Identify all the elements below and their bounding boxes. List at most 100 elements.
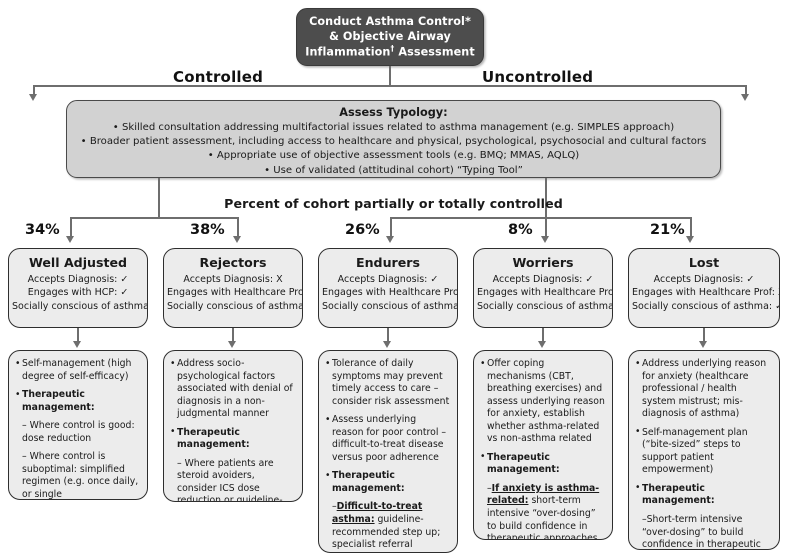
percent-label-endurers: 26% <box>345 222 380 238</box>
connector-split-bar-top <box>33 85 746 87</box>
percent-label-well-adjusted: 34% <box>25 222 60 238</box>
connector-col3-down <box>390 217 392 238</box>
detail-text: Difficult-to-treat asthma: <box>332 501 423 526</box>
typology-box-lost: Lost Accepts Diagnosis: ✓ Engages with H… <box>628 248 780 328</box>
detail-text: Therapeutic management: <box>22 389 95 413</box>
detail-item: – Where patients are steroid avoiders, c… <box>170 457 295 502</box>
connector-right-group-stem <box>545 178 547 238</box>
typology-bullet-3: • Appropriate use of objective assessmen… <box>207 150 580 162</box>
typology-attr-accepts-diagnosis: Accepts Diagnosis: X <box>183 273 283 285</box>
detail-box-lost: Address underlying reason for anxiety (h… <box>628 350 780 550</box>
header-line-3a: Inflammation <box>305 45 391 59</box>
detail-text: – Where control is good: dose reduction <box>22 420 135 444</box>
typology-attr-engages-hcp: Engages with HCP: ✓ <box>27 287 129 299</box>
typology-attr-accepts-diagnosis: Accepts Diagnosis: ✓ <box>337 273 439 285</box>
connector-header-stem <box>389 66 391 86</box>
typology-name-well-adjusted: Well Adjusted <box>28 255 128 270</box>
typology-attr-accepts-diagnosis: Accepts Diagnosis: ✓ <box>653 273 755 285</box>
detail-item: –Short-term intensive “over-dosing” to b… <box>635 514 772 550</box>
detail-item: Therapeutic management: <box>325 470 450 495</box>
detail-text: Offer coping mechanisms (CBT, breathing … <box>487 358 605 445</box>
detail-item: – Where control is suboptimal: simplifie… <box>15 451 140 500</box>
detail-item: Therapeutic management: <box>170 426 295 452</box>
detail-item: Assess underlying reason for poor contro… <box>325 414 450 464</box>
header-assessment-box: Conduct Asthma Control* & Objective Airw… <box>296 8 484 66</box>
typology-bullet-1: • Skilled consultation addressing multif… <box>112 121 675 133</box>
typology-name-worriers: Worriers <box>512 255 574 270</box>
branch-label-controlled: Controlled <box>173 68 264 86</box>
detail-item: Therapeutic management: <box>15 389 140 414</box>
header-line-2: & Objective Airway <box>329 30 451 44</box>
arrow-col1 <box>66 236 74 243</box>
header-line-1: Conduct Asthma Control* <box>309 15 471 29</box>
connector-left-group-stem <box>158 178 160 218</box>
detail-item: Therapeutic management: <box>480 451 605 477</box>
detail-list: Address socio-psychological factors asso… <box>170 358 295 502</box>
connector-controlled-down <box>33 85 35 96</box>
detail-text: – Where patients are steroid avoiders, c… <box>177 457 283 502</box>
branch-label-uncontrolled: Uncontrolled <box>482 68 594 86</box>
detail-text: short-term intensive “over-dosing” to bu… <box>487 495 598 540</box>
detail-item: Self-management (high degree of self-eff… <box>15 357 140 383</box>
arrow-uncontrolled <box>741 94 749 101</box>
arrow-col2 <box>233 236 241 243</box>
percent-label-worriers: 8% <box>508 222 533 238</box>
typology-attr-socially-conscious: Socially conscious of asthma: ✓ <box>632 301 780 313</box>
detail-item: Offer coping mechanisms (CBT, breathing … <box>480 358 605 446</box>
detail-text: Therapeutic management: <box>487 451 560 476</box>
arrow-col3 <box>386 236 394 243</box>
detail-text: –Short-term intensive “over-dosing” to b… <box>642 514 761 550</box>
connector-col2-down <box>237 217 239 238</box>
typology-attr-accepts-diagnosis: Accepts Diagnosis: ✓ <box>27 273 129 285</box>
percent-label-rejectors: 38% <box>190 222 225 238</box>
typology-attr-engages-hcp: Engages with Healthcare Prof: X <box>632 287 780 299</box>
arrow-col5 <box>686 236 694 243</box>
detail-list: Self-management (high degree of self-eff… <box>15 357 140 500</box>
detail-text: If anxiety is asthma-related: <box>487 482 600 507</box>
detail-list: Offer coping mechanisms (CBT, breathing … <box>480 358 605 540</box>
typology-attr-socially-conscious: Socially conscious of asthma: X <box>12 301 148 313</box>
typology-attr-accepts-diagnosis: Accepts Diagnosis: ✓ <box>492 273 594 285</box>
typology-attr-socially-conscious: Socially conscious of asthma: ✓ <box>167 301 303 313</box>
detail-item: – Where control is good: dose reduction <box>15 420 140 445</box>
detail-item: –If anxiety is asthma-related: short-ter… <box>480 482 605 540</box>
detail-list: Address underlying reason for anxiety (h… <box>635 358 772 550</box>
detail-item: Self-management plan (“bite-sized” steps… <box>635 426 772 477</box>
arrow-detail-col1 <box>73 341 81 348</box>
connector-left-group-bar <box>70 217 238 219</box>
detail-text: Address socio-psychological factors asso… <box>177 358 293 420</box>
detail-text: guideline-recommended step up; specialis… <box>332 514 441 551</box>
arrow-detail-col5 <box>699 341 707 348</box>
header-line-3b: Assessment <box>394 45 475 59</box>
typology-box-endurers: Endurers Accepts Diagnosis: ✓ Engages wi… <box>318 248 458 328</box>
arrow-col4 <box>541 236 549 243</box>
typology-attr-engages-hcp: Engages with Healthcare Prof: X <box>167 287 302 299</box>
arrow-detail-col3 <box>383 341 391 348</box>
detail-box-worriers: Offer coping mechanisms (CBT, breathing … <box>473 350 613 540</box>
detail-text: – <box>332 501 337 513</box>
typology-attr-engages-hcp: Engages with Healthcare Prof: ✓ <box>477 287 612 299</box>
typology-name-lost: Lost <box>688 255 720 270</box>
typology-bullet-2: • Broader patient assessment, including … <box>80 135 707 147</box>
cohort-percent-caption: Percent of cohort partially or totally c… <box>224 196 563 211</box>
detail-text: Tolerance of daily symptoms may prevent … <box>332 358 450 407</box>
detail-text: – Where control is suboptimal: simplifie… <box>22 451 139 500</box>
typology-attr-socially-conscious: Socially conscious of asthma: ✓ <box>477 301 613 313</box>
typology-name-endurers: Endurers <box>355 255 420 270</box>
detail-item: Therapeutic management: <box>635 482 772 508</box>
typology-box-worriers: Worriers Accepts Diagnosis: ✓ Engages wi… <box>473 248 613 328</box>
connector-detail-col1 <box>77 328 79 343</box>
assess-typology-title: Assess Typology: <box>339 106 448 119</box>
connector-detail-col2 <box>232 328 234 343</box>
typology-box-rejectors: Rejectors Accepts Diagnosis: X Engages w… <box>163 248 303 328</box>
percent-label-lost: 21% <box>650 222 685 238</box>
arrow-detail-col2 <box>228 341 236 348</box>
connector-detail-col5 <box>703 328 705 343</box>
detail-item: Tolerance of daily symptoms may prevent … <box>325 357 450 408</box>
connector-col1-down <box>70 217 72 238</box>
typology-attr-engages-hcp: Engages with Healthcare Prof: ✓ <box>322 287 457 299</box>
detail-item: –Difficult-to-treat asthma: guideline-re… <box>325 501 450 551</box>
detail-text: Self-management (high degree of self-eff… <box>22 358 132 382</box>
typology-bullet-4: • Use of validated (attitudinal cohort) … <box>264 164 523 176</box>
